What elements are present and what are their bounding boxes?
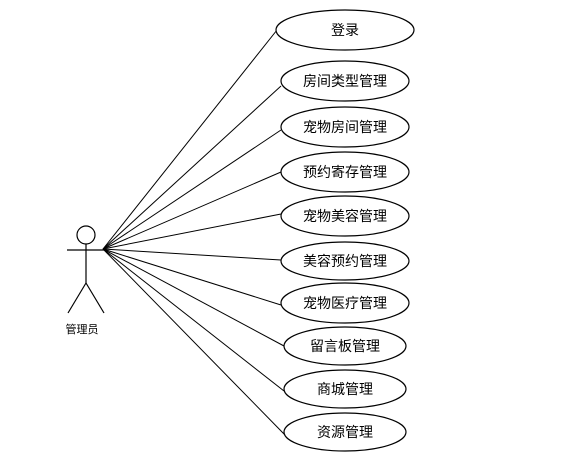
actor-label: 管理员 bbox=[66, 322, 99, 336]
use-case-list: 登录房间类型管理宠物房间管理预约寄存管理宠物美容管理美容预约管理宠物医疗管理留言… bbox=[275, 9, 415, 452]
use-case: 宠物医疗管理 bbox=[280, 282, 410, 324]
use-case-label: 宠物医疗管理 bbox=[303, 296, 387, 312]
use-case-ellipse bbox=[280, 241, 410, 281]
association-line bbox=[102, 171, 282, 250]
use-case-ellipse bbox=[283, 412, 407, 452]
use-case: 留言板管理 bbox=[283, 326, 407, 366]
use-case-label: 美容预约管理 bbox=[303, 253, 387, 270]
use-case-ellipse bbox=[280, 151, 410, 193]
use-case-ellipse bbox=[283, 369, 407, 409]
association-line bbox=[102, 248, 282, 306]
use-case-ellipse bbox=[280, 60, 410, 102]
use-case-ellipse bbox=[283, 326, 407, 366]
association-line bbox=[102, 29, 278, 250]
association-lines bbox=[102, 29, 286, 436]
association-line bbox=[102, 248, 286, 436]
use-case-label: 资源管理 bbox=[317, 425, 373, 441]
use-case-label: 房间类型管理 bbox=[303, 74, 387, 90]
use-case: 宠物美容管理 bbox=[280, 195, 410, 237]
actor-right-leg bbox=[85, 282, 105, 314]
use-case-label: 留言板管理 bbox=[310, 339, 380, 355]
use-case: 登录 bbox=[275, 9, 415, 51]
use-case: 资源管理 bbox=[283, 412, 407, 452]
actor-left-leg bbox=[67, 282, 87, 314]
use-case-label: 宠物房间管理 bbox=[303, 120, 387, 136]
association-line bbox=[102, 213, 282, 250]
use-case: 预约寄存管理 bbox=[280, 151, 410, 193]
use-case: 美容预约管理 bbox=[280, 241, 410, 281]
actor-head bbox=[76, 225, 96, 245]
association-line bbox=[102, 85, 282, 250]
use-case-label: 宠物美容管理 bbox=[303, 208, 387, 225]
association-line bbox=[102, 248, 285, 347]
association-line bbox=[102, 248, 285, 392]
actor-administrator bbox=[67, 225, 105, 314]
association-line bbox=[102, 248, 282, 261]
use-case: 宠物房间管理 bbox=[280, 106, 410, 148]
use-case-ellipse bbox=[280, 282, 410, 324]
use-case-label: 商城管理 bbox=[317, 382, 373, 398]
use-case-ellipse bbox=[280, 195, 410, 237]
use-case-label: 登录 bbox=[331, 23, 359, 39]
use-case-ellipse bbox=[280, 106, 410, 148]
use-case: 房间类型管理 bbox=[280, 60, 410, 102]
association-line bbox=[102, 129, 282, 250]
use-case: 商城管理 bbox=[283, 369, 407, 409]
use-case-label: 预约寄存管理 bbox=[303, 164, 387, 181]
use-case-ellipse bbox=[275, 9, 415, 51]
